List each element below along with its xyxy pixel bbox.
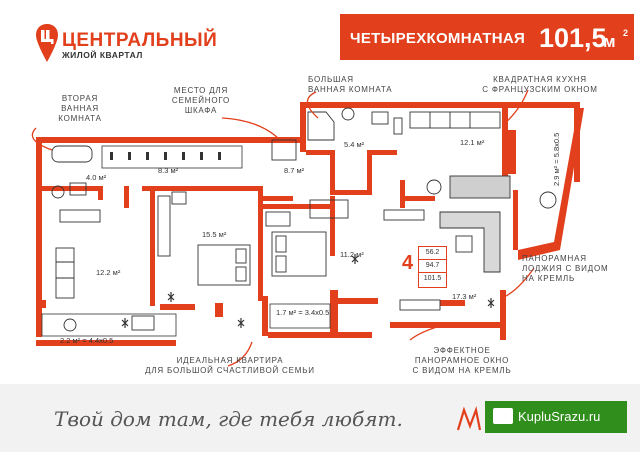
brand-title: ЦЕНТРАЛЬНЫЙ	[62, 30, 218, 51]
callout-second-bath: ВТОРАЯ ВАННАЯ КОМНАТА	[50, 94, 110, 124]
area-bedroom-small: 11.2 м²	[340, 250, 364, 259]
watermark-badge-label: KupluSrazu.ru	[518, 409, 601, 424]
callout-second-bath-line3: КОМНАТА	[58, 114, 102, 123]
callout-loggia: ПАНОРАМНАЯ ЛОДЖИЯ С ВИДОМ НА КРЕМЛЬ	[522, 254, 632, 284]
balcony-details	[41, 303, 331, 337]
bath2-fixtures	[51, 145, 93, 199]
callout-ideal: ИДЕАЛЬНАЯ КВАРТИРА ДЛЯ БОЛЬШОЙ СЧАСТЛИВО…	[120, 356, 340, 376]
loggia-wall	[518, 108, 584, 260]
callout-ideal-line2: ДЛЯ БОЛЬШОЙ СЧАСТЛИВОЙ СЕМЬИ	[145, 366, 315, 375]
wardrobe-hangers	[110, 152, 221, 160]
callout-window-line2: ПАНОРАМНОЕ ОКНО	[414, 356, 510, 365]
headline-area: 101,5	[539, 23, 607, 53]
area-loggia-side: 2.9 м² = 5.8x0.5	[552, 132, 561, 186]
area-balcony-left: 2.2 м² = 4.4x0.5	[60, 336, 114, 345]
callout-second-bath-line2: ВАННАЯ	[61, 104, 99, 113]
headline-text: ЧЕТЫРЕХКОМНАТНАЯ	[350, 30, 526, 47]
headline-unit: м	[603, 32, 616, 51]
area-living: 17.3 м²	[452, 292, 477, 301]
callout-second-bath-line1: ВТОРАЯ	[61, 94, 99, 103]
room-count-badge: 4 56.2 94.7 101.5	[398, 246, 447, 288]
small-bedroom-bed	[265, 211, 327, 277]
callout-loggia-line2: ЛОДЖИЯ С ВИДОМ	[522, 264, 609, 273]
room-count-number: 4	[402, 252, 414, 274]
footer-slogan: Твой дом там, где тебя любят.	[54, 407, 403, 431]
living-sofa	[383, 209, 501, 311]
callout-ideal-line1: ИДЕАЛЬНАЯ КВАРТИРА	[176, 356, 284, 365]
room-count-full-area: 101.5	[423, 275, 442, 282]
hall-table	[271, 139, 349, 219]
area-bedroom-main: 15.5 м²	[202, 230, 227, 239]
wardrobe-storage	[101, 145, 243, 169]
callout-lines	[31, 89, 535, 367]
signature-glyph-icon	[456, 406, 482, 431]
headline-unit-sup: 2	[623, 28, 629, 38]
callout-loggia-line1: ПАНОРАМНАЯ	[522, 254, 587, 263]
callout-big-bath-line2: ВАННАЯ КОМНАТА	[308, 85, 393, 94]
callout-kitchen-line2: С ФРАНЦУЗСКИМ ОКНОМ	[482, 85, 598, 94]
plant-icons	[121, 254, 495, 328]
callout-big-bath-line1: БОЛЬШАЯ	[308, 75, 354, 84]
bedroom-left-furniture	[55, 209, 155, 332]
cart-icon	[493, 408, 513, 424]
area-bedroom-left: 12.2 м²	[96, 268, 121, 277]
callout-wardrobe: МЕСТО ДЛЯ СЕМЕЙНОГО ШКАФА	[166, 86, 236, 116]
callout-big-bath: БОЛЬШАЯ ВАННАЯ КОМНАТА	[308, 75, 408, 95]
room-count-total-area: 94.7	[419, 260, 446, 273]
main-bedroom-bed	[157, 191, 251, 286]
callout-loggia-line3: НА КРЕМЛЬ	[522, 274, 576, 283]
callout-kitchen-line1: КВАДРАТНАЯ КУХНЯ	[493, 75, 587, 84]
area-hall: 8.7 м²	[284, 166, 305, 175]
watermark-badge[interactable]: KupluSrazu.ru	[485, 401, 627, 433]
area-balcony-mid: 1.7 м² = 3.4x0.5	[276, 308, 330, 317]
callout-kitchen: КВАДРАТНАЯ КУХНЯ С ФРАНЦУЗСКИМ ОКНОМ	[470, 75, 610, 95]
interior-walls	[36, 130, 518, 306]
room-count-values: 56.2 94.7 101.5	[418, 246, 447, 288]
brand-subtitle: ЖИЛОЙ КВАРТАЛ	[62, 50, 143, 60]
room-count-living-area: 56.2	[419, 247, 446, 260]
area-corridor-top: 8.3 м²	[158, 166, 179, 175]
logo	[36, 24, 58, 62]
area-bath2: 4.0 м²	[86, 173, 107, 182]
footer-signature-mark	[454, 404, 484, 441]
callout-window-line1: ЭФФЕКТНОЕ	[433, 346, 491, 355]
big-bath-fixtures	[307, 107, 403, 141]
callout-wardrobe-line1: МЕСТО ДЛЯ	[173, 86, 229, 95]
callout-window-line3: С ВИДОМ НА КРЕМЛЬ	[412, 366, 512, 375]
logo-pin-icon	[36, 24, 58, 62]
area-kitchen: 12.1 м²	[460, 138, 485, 147]
kitchen-furniture	[409, 111, 557, 209]
area-big-bath: 5.4 м²	[344, 140, 365, 149]
headline-banner: ЧЕТЫРЕХКОМНАТНАЯ 101,5 м 2	[340, 14, 634, 60]
callout-wardrobe-line3: ШКАФА	[184, 106, 218, 115]
callout-window: ЭФФЕКТНОЕ ПАНОРАМНОЕ ОКНО С ВИДОМ НА КРЕ…	[392, 346, 532, 376]
callout-wardrobe-line2: СЕМЕЙНОГО	[171, 96, 231, 105]
